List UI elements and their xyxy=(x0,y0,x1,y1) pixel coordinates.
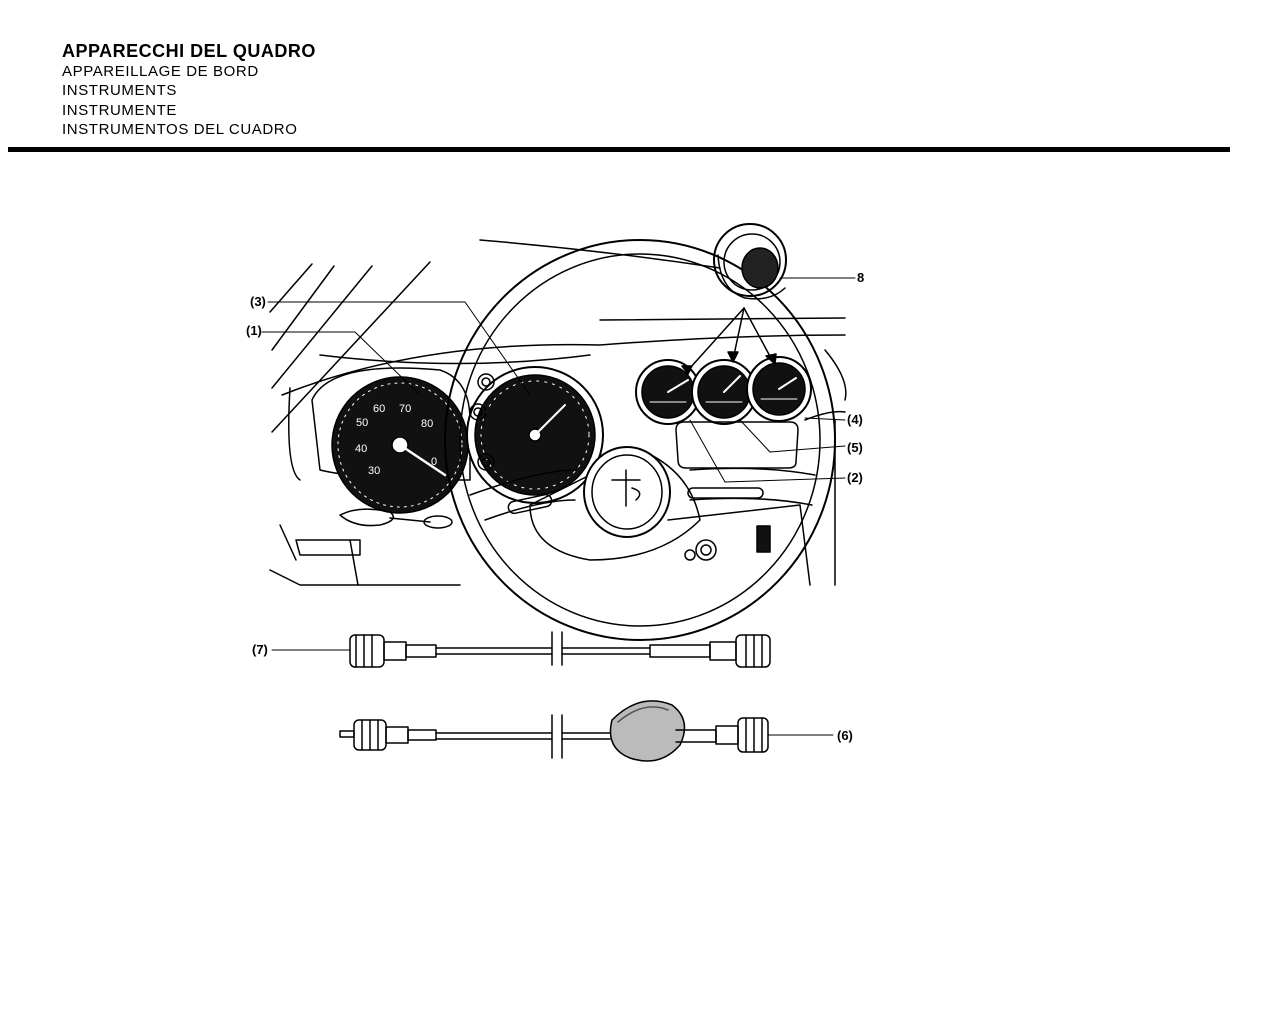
dashboard-outline xyxy=(269,317,847,586)
windshield-hatching xyxy=(269,261,431,433)
dial-50: 50 xyxy=(356,417,368,429)
arrows-to-gauges xyxy=(681,307,777,375)
callout-7: (7) xyxy=(252,642,268,657)
callout-2: (2) xyxy=(847,470,863,485)
leader-lines xyxy=(261,277,856,736)
subtitle-english: INSTRUMENTS xyxy=(62,82,177,99)
callout-4: (4) xyxy=(847,412,863,427)
callout-8: 8 xyxy=(857,270,864,285)
dial-80: 80 xyxy=(421,418,433,430)
callout-3: (3) xyxy=(250,294,266,309)
callout-5: (5) xyxy=(847,440,863,455)
switch-knobs xyxy=(469,373,495,471)
subtitle-spanish: INSTRUMENTOS DEL CUADRO xyxy=(62,121,298,138)
dial-60: 60 xyxy=(373,403,385,415)
steering-column xyxy=(279,508,453,586)
windshield-edge xyxy=(479,239,721,269)
callout-1: (1) xyxy=(246,323,262,338)
dial-70: 70 xyxy=(399,403,411,415)
lower-console xyxy=(667,419,836,586)
dial-30: 30 xyxy=(368,465,380,477)
horn-pad xyxy=(583,446,671,538)
header-rule xyxy=(8,147,1230,152)
spoke-slot-right xyxy=(687,487,764,499)
callout-6: (6) xyxy=(837,728,853,743)
aux-gauge-right xyxy=(746,356,812,422)
dial-0: 0 xyxy=(431,456,437,468)
subtitle-german: INSTRUMENTE xyxy=(62,101,177,119)
tachometer-cable xyxy=(339,700,769,762)
title-block: APPARECCHI DEL QUADRO APPAREILLAGE DE BO… xyxy=(62,41,316,140)
speedometer-numbers: 60 70 50 80 40 30 0 xyxy=(355,403,437,477)
dial-40: 40 xyxy=(355,443,367,455)
tachometer xyxy=(466,366,604,504)
speedometer xyxy=(331,376,469,514)
subtitle-french: APPAREILLAGE DE BORD xyxy=(62,62,259,80)
spoke-slot-left xyxy=(507,493,553,515)
gauge-bezel-part xyxy=(713,223,787,300)
speedometer-cable xyxy=(349,631,771,668)
callout-labels: (3) (1) 8 (4) (5) (2) (7) (6) xyxy=(246,270,864,743)
page-title: APPARECCHI DEL QUADRO xyxy=(62,41,316,61)
